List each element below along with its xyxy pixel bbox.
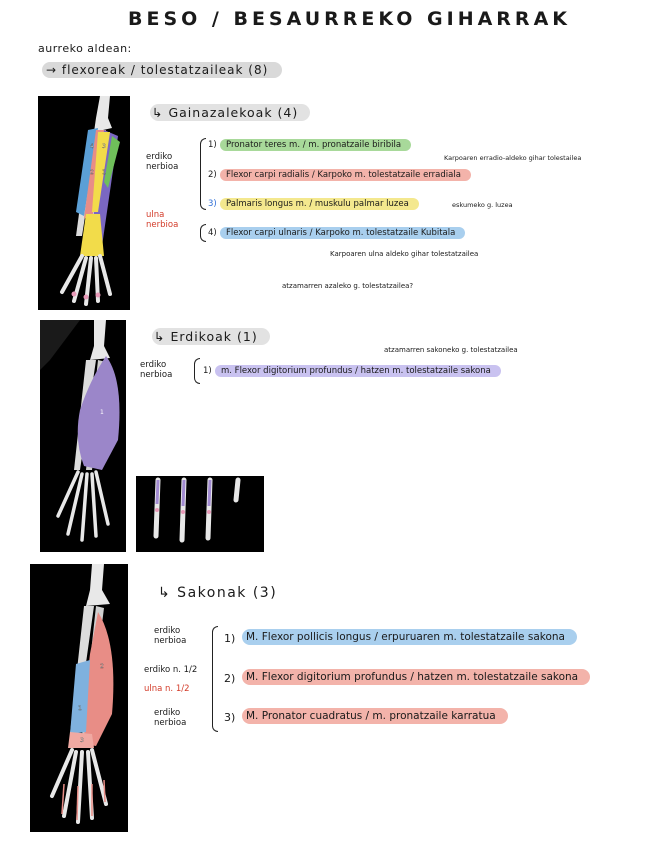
group3-nerve-median-half: erdiko n. 1/2 [144, 665, 197, 675]
subtitle: aurreko aldean: [38, 42, 132, 55]
section-heading: → flexoreak / tolestatzaileak (8) [42, 62, 282, 78]
nerve-word: erdiko [140, 360, 172, 370]
group3-item-3: M. Pronator cuadratus / m. pronatzaile k… [242, 708, 508, 724]
item-number: 1) [224, 632, 235, 645]
page-title: BESO / BESAURREKO GIHARRAK [128, 8, 571, 30]
nerve-word: erdiko [154, 708, 186, 718]
forearm-image-intermediate: 1 [40, 320, 126, 552]
group3-header: ↳ Sakonak (3) [156, 584, 289, 602]
group2-nerve-median: erdiko nerbioa [140, 360, 172, 380]
nerve-word: erdiko [154, 626, 186, 636]
group1-item-2: Flexor carpi radialis / Karpoko m. toles… [220, 169, 471, 181]
label-3: 3 [80, 737, 84, 744]
nerve-word: nerbioa [154, 718, 186, 728]
note: atzamarren azaleko g. tolestatzailea? [282, 282, 413, 290]
nerve-word: nerbioa [154, 636, 186, 646]
forearm-illustration: 1 2 3 [30, 564, 128, 832]
group2-item-1: m. Flexor digitorium profundus / hatzen … [215, 365, 501, 377]
nerve-word: nerbioa [146, 220, 178, 230]
nerve-word: erdiko [146, 152, 178, 162]
group1-item-1: Pronator teres m. / m. pronatzaile birib… [220, 139, 411, 151]
forearm-image-deep: 1 2 3 [30, 564, 128, 832]
item-number: 3) [208, 199, 217, 209]
group1-header: ↳ Gainazalekoak (4) [150, 104, 310, 121]
label-2: 2 [100, 663, 104, 670]
note: Karpoaren erradio-aldeko gihar tolestail… [444, 154, 581, 162]
group2-header: ↳ Erdikoak (1) [152, 328, 270, 345]
forearm-image-superficial: 4 3 2 1 [38, 96, 130, 310]
item-number: 3) [224, 711, 235, 724]
item-number: 2) [224, 672, 235, 685]
note: eskumeko g. luzea [452, 201, 513, 209]
brace [212, 626, 218, 732]
group1-nerve-ulna: ulna nerbioa [146, 210, 178, 230]
item-number: 4) [208, 228, 217, 238]
label-1: 1 [102, 169, 106, 176]
group3-item-1: M. Flexor pollicis longus / erpuruaren m… [242, 629, 577, 645]
note: Karpoaren ulna aldeko gihar tolestatzail… [330, 250, 478, 258]
fingers-image [136, 476, 264, 552]
forearm-illustration: 1 [40, 320, 126, 552]
brace [194, 358, 200, 384]
group3-nerve-median-1: erdiko nerbioa [154, 626, 186, 646]
item-number: 2) [208, 170, 217, 180]
brace [200, 138, 206, 210]
nerve-word: ulna [146, 210, 178, 220]
label-1: 1 [78, 705, 82, 712]
group1-item-4: Flexor carpi ulnaris / Karpoko m. tolest… [220, 227, 465, 239]
label-3: 3 [102, 143, 106, 150]
fingers-illustration [136, 476, 264, 552]
group3-item-2: M. Flexor digitorium profundus / hatzen … [242, 669, 590, 685]
group3-nerve-ulna-half: ulna n. 1/2 [144, 684, 190, 694]
group1-nerve-median: erdiko nerbioa [146, 152, 178, 172]
item-number: 1) [208, 140, 217, 150]
brace [200, 224, 206, 242]
nerve-word: nerbioa [146, 162, 178, 172]
group1-item-3: Palmaris longus m. / muskulu palmar luze… [220, 198, 419, 210]
note: atzamarren sakoneko g. tolestatzailea [384, 346, 518, 354]
label-1: 1 [100, 409, 104, 416]
label-2: 2 [90, 169, 94, 176]
nerve-word: nerbioa [140, 370, 172, 380]
item-number: 1) [203, 366, 212, 376]
forearm-illustration: 4 3 2 1 [38, 96, 130, 310]
group3-nerve-median-3: erdiko nerbioa [154, 708, 186, 728]
label-4: 4 [90, 143, 94, 150]
